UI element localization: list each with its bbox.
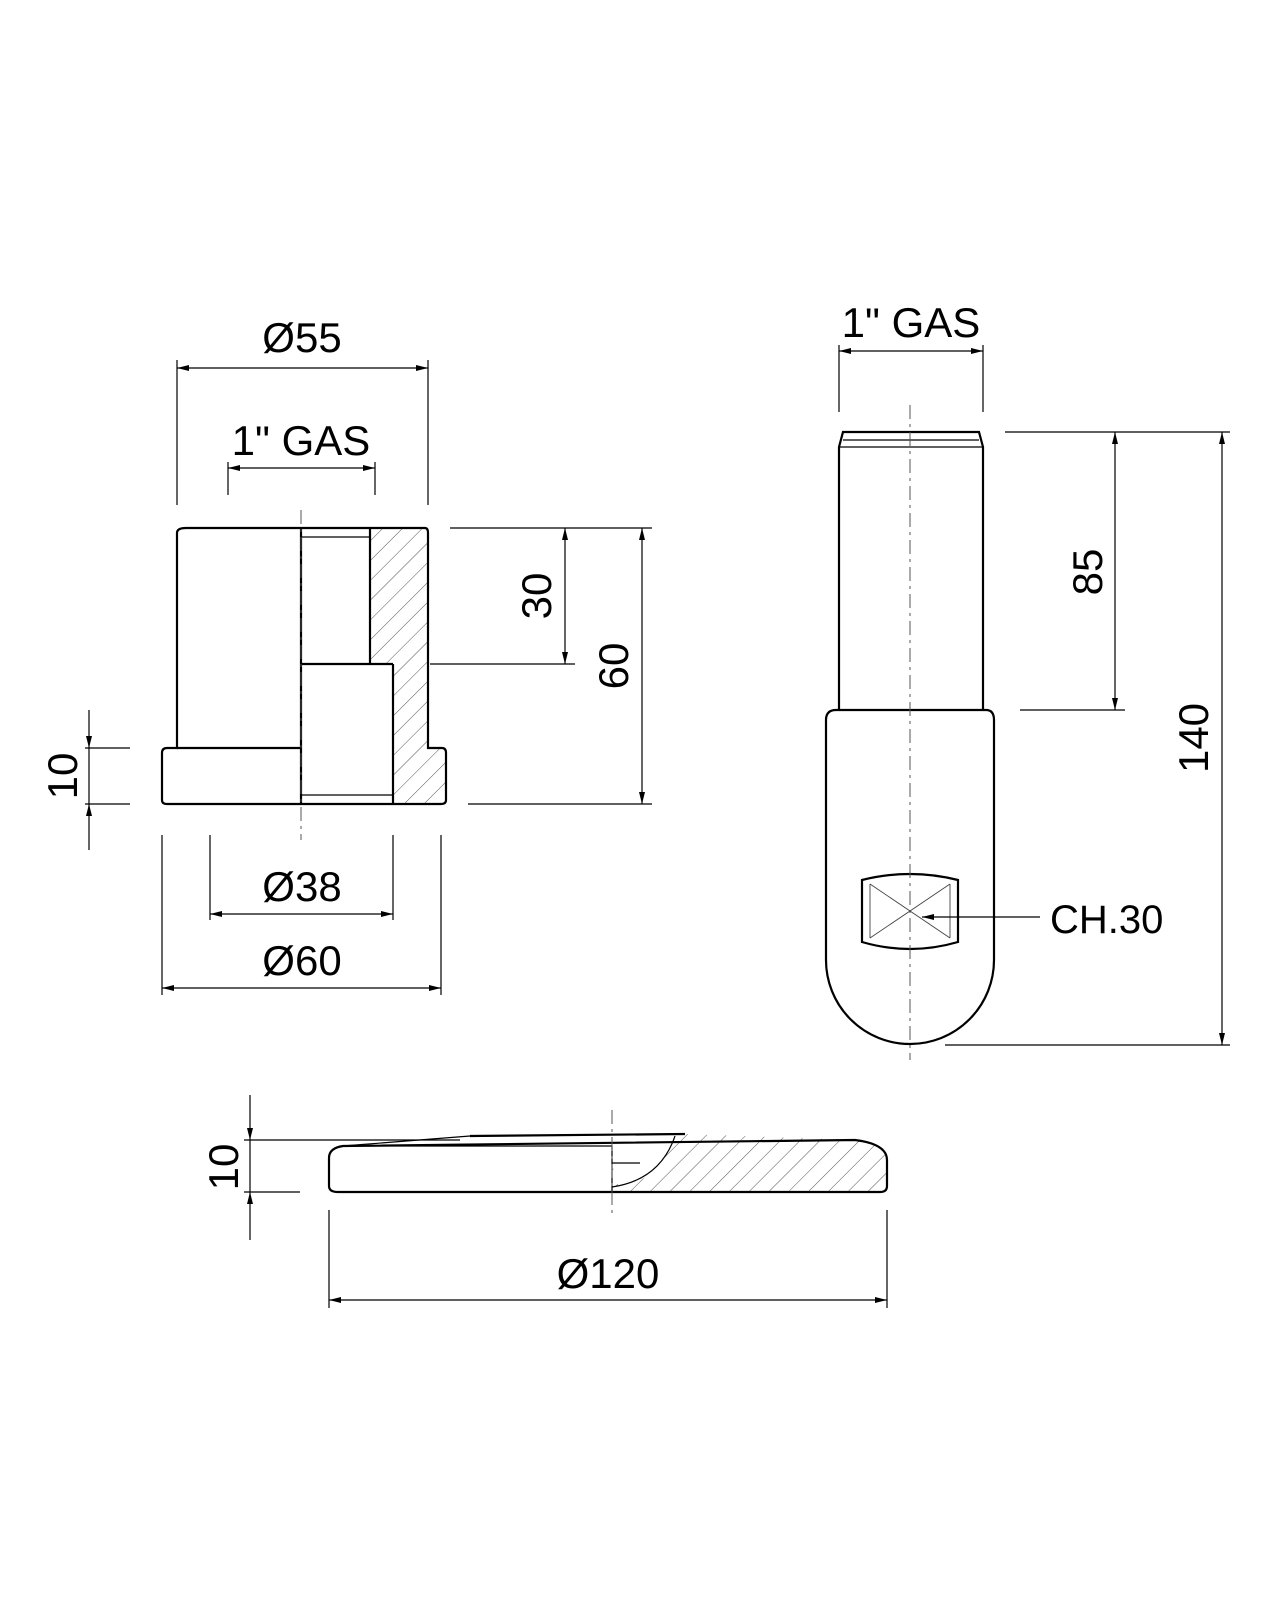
plate-section-hatch: [612, 1134, 887, 1192]
plate-view: [327, 1110, 889, 1215]
dim-85-label: 85: [1064, 549, 1111, 596]
nut-section-hatch: [370, 528, 446, 804]
pin-view: [824, 405, 996, 1060]
dim-140-label: 140: [1170, 703, 1217, 773]
dim-60-label: 60: [590, 643, 637, 690]
plate-outline: [327, 1138, 889, 1194]
dim-10-plate-label: 10: [200, 1144, 247, 1191]
plate-dimensions: 10 Ø120: [200, 1095, 888, 1308]
pin-dimensions: 1" GAS 85 140 CH.30: [838, 299, 1230, 1046]
dim-wrench-label: CH.30: [1050, 898, 1163, 942]
nut-dimensions: Ø55 1" GAS 30 60 10 Ø38 Ø60: [39, 314, 652, 995]
pin-shank-outline: [837, 430, 985, 710]
nut-view: [160, 510, 448, 840]
dim-gas-nut-label: 1" GAS: [232, 417, 371, 464]
dim-dia60-label: Ø60: [262, 937, 341, 984]
dim-gas-pin-label: 1" GAS: [842, 299, 981, 346]
dim-30-label: 30: [513, 573, 560, 620]
nut-outline: [160, 526, 448, 806]
dim-10-flange-label: 10: [39, 753, 86, 800]
dim-dia38-label: Ø38: [262, 863, 341, 910]
pin-wrench-flats: [860, 872, 960, 951]
pin-body-outline: [824, 708, 996, 1046]
dim-dia120-label: Ø120: [557, 1250, 660, 1297]
dim-dia55-label: Ø55: [262, 314, 341, 361]
